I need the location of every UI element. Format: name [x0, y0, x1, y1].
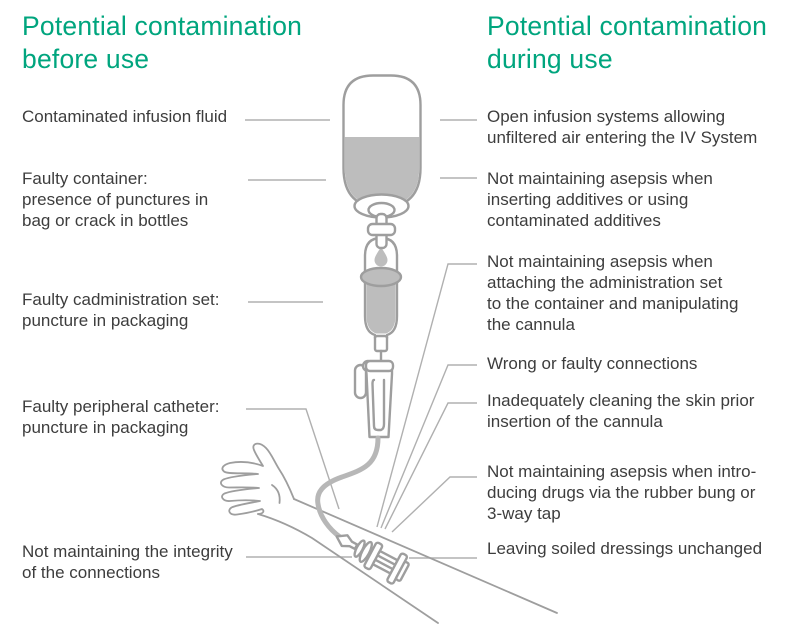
label-asepsis-attaching-set: Not maintaining asepsis when attaching t…	[487, 252, 739, 334]
leader-faulty-peripheral-catheter	[246, 408, 340, 510]
cannula-icon	[335, 534, 410, 585]
iv-bag-icon	[342, 74, 422, 219]
label-cleaning-skin: Inadequately cleaning the skin prior ins…	[487, 391, 755, 431]
leader-rubber-bung	[391, 476, 477, 533]
drip-chamber-outlet	[373, 334, 389, 353]
label-integrity-of-connections: Not maintaining the integrity of the con…	[22, 542, 233, 582]
spike-connector-icon	[366, 212, 397, 250]
roller-clamp-icon	[353, 359, 395, 439]
arm-top-edge	[293, 498, 558, 614]
drip-chamber-rim	[359, 266, 403, 288]
drip-chamber-fluid	[366, 278, 396, 334]
arm-bottom-edge	[257, 513, 439, 624]
leader-asepsis-attaching-set	[376, 263, 477, 528]
arm-hand-illustration	[220, 442, 558, 624]
clamp-flange	[364, 359, 395, 373]
label-faulty-container: Faulty container: presence of punctures …	[22, 169, 209, 230]
drip-chamber-icon	[359, 236, 403, 366]
label-faulty-peripheral-catheter: Faulty peripheral catheter: puncture in …	[22, 397, 220, 437]
label-wrong-faulty-connections: Wrong or faulty connections	[487, 354, 698, 373]
clamp-body	[364, 367, 394, 439]
label-soiled-dressings: Leaving soiled dressings unchanged	[487, 539, 763, 558]
iv-bag-fluid	[344, 137, 420, 206]
header-during-use: Potential contamination during use	[487, 11, 768, 74]
clamp-slot	[371, 378, 386, 432]
hand-outline	[220, 442, 295, 516]
label-rubber-bung: Not maintaining asepsis when intro- duci…	[487, 462, 757, 523]
label-contaminated-infusion-fluid: Contaminated infusion fluid	[22, 107, 228, 126]
droplet-icon	[374, 247, 388, 267]
label-open-infusion-systems: Open infusion systems allowing unfiltere…	[487, 107, 758, 147]
leader-cleaning-skin	[384, 402, 477, 530]
label-asepsis-additives: Not maintaining asepsis when inserting a…	[487, 169, 713, 230]
leader-lines	[245, 119, 477, 559]
header-before-use: Potential contamination before use	[22, 11, 303, 74]
label-faulty-administration-set: Faulty cadministration set: puncture in …	[22, 290, 220, 330]
iv-tube	[315, 435, 381, 540]
palm-crease	[271, 484, 281, 504]
leader-wrong-faulty-connections	[380, 364, 477, 529]
